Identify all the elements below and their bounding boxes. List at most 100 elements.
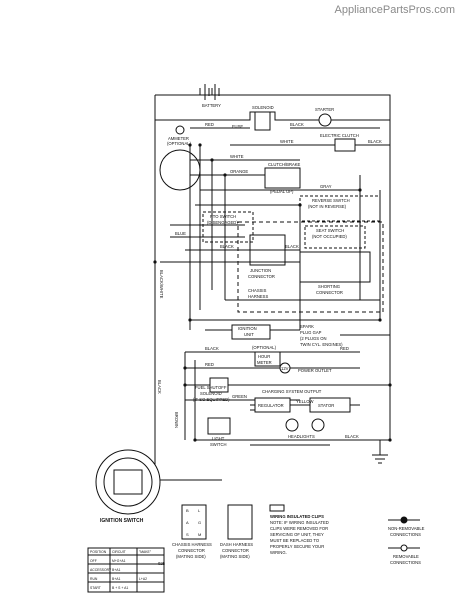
note-line-6: WIRING. (270, 550, 287, 555)
connector-letter-l: L (198, 508, 201, 513)
removable-connections: CONNECTIONS (390, 560, 421, 565)
wire-black-4: BLACK (285, 244, 299, 249)
components (87, 111, 420, 593)
ignition-switch-title: IGNITION SWITCH (100, 518, 144, 524)
wire-gray: GRAY (320, 184, 332, 189)
optional-hour-label: (OPTIONAL) (252, 345, 277, 350)
connector-letter-s: S (186, 532, 189, 537)
wire-orange: ORANGE (230, 169, 248, 174)
table-row-run-circuit: B+A1 (112, 577, 121, 581)
starter-label: STARTER (315, 107, 334, 112)
headlight-left (285, 418, 299, 432)
battery-label: BATTERY (202, 103, 221, 108)
ignition-switch-slot (113, 469, 143, 495)
shorting-connector (299, 251, 371, 283)
stator-label: STATOR (318, 403, 334, 408)
wire-brown: BROWN (174, 412, 179, 428)
power-outlet-12v (279, 362, 291, 374)
note-line-4: MUST BE REPLACED TO (270, 538, 320, 543)
clutch-brake-switch (264, 167, 301, 189)
wire-black-5: BLACK (205, 346, 219, 351)
junction-dots (153, 143, 392, 442)
junction-connector-label: CONNECTOR (248, 274, 275, 279)
stator-box (309, 397, 351, 413)
electric-clutch-label: ELECTRIC CLUTCH (320, 133, 359, 138)
shorting-connector-label: CONNECTOR (316, 290, 343, 295)
ammeter-gauge (175, 125, 185, 135)
removable-label: REMOVABLE (393, 554, 419, 559)
connector-letter-a: A (186, 520, 189, 525)
regulator-label: REGULATOR (258, 403, 284, 408)
reverse-switch-label: REVERSE SWITCH (312, 198, 350, 203)
ignition-unit (231, 324, 271, 340)
table-row-run-position: RUN (90, 577, 98, 581)
wire-black-7: BLACK (345, 434, 359, 439)
note-line-3: SERVICING OF UNIT, THEY (270, 532, 324, 537)
solenoid-box (254, 111, 271, 131)
chassis-harness-connector-label: CHASSIS HARNESS (172, 542, 212, 547)
pto-switch-box (202, 211, 254, 243)
ignition-unit-label: IGNITION (238, 326, 257, 331)
hour-label: HOUR (258, 354, 270, 359)
headlight-right (311, 418, 325, 432)
shorting-label: SHORTING (318, 284, 340, 289)
clutch-brake-label: CLUTCH/BRAKE (268, 162, 301, 167)
light-switch (207, 417, 231, 435)
not-occupied-label: (NOT OCCUPIED) (312, 234, 347, 239)
pedal-up-label: (PEDAL UP) (270, 189, 294, 194)
connector-letter-g: G (198, 520, 201, 525)
table-row-start-position: START (90, 586, 101, 590)
fuel-shutoff-label: FUEL SHUTOFF (195, 385, 227, 390)
table-row-accessory-circuit: B+A1 (112, 568, 121, 572)
table-header-circuit: CIRCUIT (112, 550, 126, 554)
junction-label: JUNCTION (250, 268, 271, 273)
dash-harness-label: DASH HARNESS (220, 542, 253, 547)
chassis-connector-word: CONNECTOR (178, 548, 205, 553)
chassis-mating-side: (MATING SIDE) (176, 554, 206, 559)
chassis-label: CHASSIS (248, 288, 267, 293)
table-row-run-make: L+A2 (139, 577, 147, 581)
switch-label: SWITCH (210, 442, 227, 447)
charging-system-label: CHARGING SYSTEM OUTPUT (262, 389, 322, 394)
light-label: LIGHT (212, 436, 225, 441)
power-outlet-label: POWER OUTLET (298, 368, 332, 373)
table-row-off-circuit: M+G+A1 (112, 559, 126, 563)
junction-connector (249, 234, 286, 266)
dash-mating-side: (MATING SIDE) (220, 554, 250, 559)
table-row-off-position: OFF (90, 559, 97, 563)
wire-black-1: BLACK (290, 122, 304, 127)
wire-yellow: YELLOW (296, 399, 314, 404)
wire-red-1: RED (205, 122, 214, 127)
regulator-box (254, 397, 291, 413)
seat-switch-box (304, 225, 366, 249)
solenoid-label: SOLENOID (252, 105, 274, 110)
meter-label: METER (257, 360, 272, 365)
dash-harness-connector (227, 504, 253, 540)
wire-black-white: BLACK/WHITE (159, 270, 164, 299)
seat-switch-label: SEAT SWITCH (316, 228, 344, 233)
chassis-harness-connector (181, 504, 207, 540)
pto-switch-label: PTO SWITCH (210, 214, 236, 219)
non-removable-label: NON-REMOVABLE (388, 526, 425, 531)
diagram-code: 025 (158, 561, 166, 566)
wire-black-6: BLACK (157, 380, 162, 394)
wire-green: GREEN (232, 394, 247, 399)
harness-label: HARNESS (248, 294, 268, 299)
spark-label: SPARK (300, 324, 314, 329)
labels: BATTERY SOLENOID STARTER AMMETER (OPTION… (90, 103, 425, 590)
note-line-2: CLIPS WERE REMOVED FOR (270, 526, 328, 531)
fuel-shutoff-solenoid (209, 377, 229, 393)
non-removable-connections: CONNECTIONS (390, 532, 421, 537)
wire-black-2: BLACK (368, 139, 382, 144)
wire-black-3: BLACK (220, 244, 234, 249)
dash-connector-word: CONNECTOR (222, 548, 249, 553)
plugs-on-label: (2 PLUGS ON (300, 336, 327, 341)
twin-cyl-label: TWIN CYL. ENGINES) (300, 342, 343, 347)
note-line-5: PROPERLY SECURE YOUR (270, 544, 324, 549)
twelve-v-label: 12V (281, 366, 289, 371)
reverse-switch-box (299, 195, 381, 222)
wiring-clip-icon (269, 504, 285, 512)
unit-label: UNIT (244, 332, 254, 337)
